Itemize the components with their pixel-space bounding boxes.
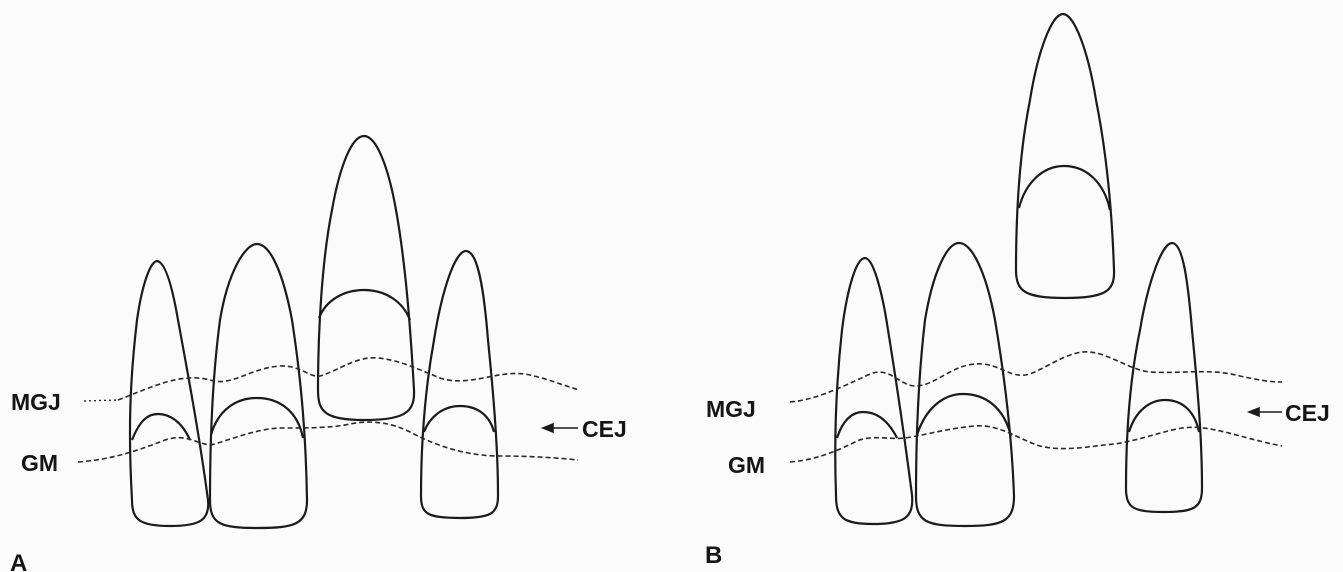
cej-line-b1 — [837, 412, 897, 438]
gm-label-b: GM — [728, 452, 765, 478]
panel-label-a: A — [10, 550, 27, 572]
cej-arrowhead-b — [1249, 408, 1259, 416]
cej-line-b2 — [917, 394, 1011, 436]
cej-line-a3 — [319, 290, 410, 320]
tooth-a-lateral-left — [130, 261, 208, 526]
tooth-a-lateral-right — [421, 251, 498, 518]
tooth-b-canine — [1016, 14, 1114, 298]
panel-b: MGJ GM CEJ B — [705, 14, 1330, 569]
cej-label-a: CEJ — [582, 416, 627, 442]
tooth-a-central-left — [210, 244, 307, 528]
tooth-b-lateral-right — [1126, 243, 1202, 512]
cej-arrowhead-a — [543, 424, 553, 432]
mgj-line-a — [118, 358, 580, 400]
mgj-label-b: MGJ — [706, 396, 756, 422]
mgj-label-a: MGJ — [11, 389, 61, 415]
tooth-b-lateral-left — [835, 258, 912, 524]
panel-a: MGJ GM CEJ A — [10, 136, 627, 572]
gm-line-a — [78, 422, 578, 462]
cej-line-a4 — [424, 406, 494, 432]
gm-label-a: GM — [21, 450, 58, 476]
mgj-leader-a — [84, 400, 118, 401]
cej-label-b: CEJ — [1285, 400, 1330, 426]
cej-line-b3 — [1019, 166, 1110, 210]
mgj-line-b — [790, 352, 1282, 402]
panel-label-b: B — [705, 542, 722, 569]
tooth-a-canine — [318, 136, 414, 420]
tooth-b-central-left — [916, 243, 1014, 526]
gm-line-b — [790, 426, 1282, 462]
cej-line-a1 — [132, 414, 190, 440]
